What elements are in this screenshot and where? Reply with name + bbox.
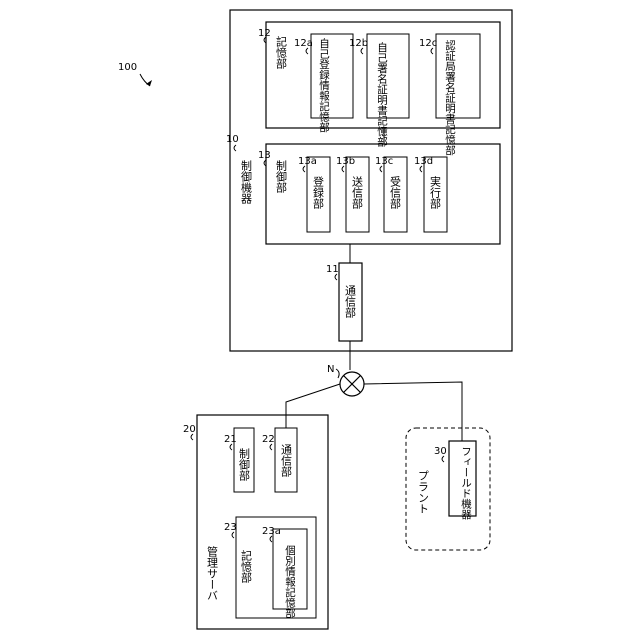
control-device-frame (230, 10, 512, 351)
control-device-comm-ref: 11 (326, 264, 339, 275)
network-server-link (286, 384, 340, 428)
self-signed-certificate-storage-ref: 12b (349, 38, 368, 49)
individual-info-storage-ref: 23a (262, 526, 281, 537)
ca-signed-certificate-storage-label: 認証局署名証明書記憶部 (444, 39, 456, 156)
network-field-device-link (364, 382, 462, 441)
control-device-block: 10 制御機器 12 記憶部 12a 自己登録情報記憶部 12b 自己署名証明書… (226, 10, 512, 351)
execution-unit-ref: 13d (414, 156, 433, 167)
self-signed-certificate-storage-label: 自己署名証明書記憶部 (376, 41, 388, 148)
field-device-ref: 30 (434, 446, 447, 457)
plant-block: プラント 30 フィールド機器 (406, 428, 490, 550)
management-server-ref: 20 (183, 424, 196, 435)
reception-unit-ref: 13c (375, 156, 393, 167)
control-device-ref: 10 (226, 134, 239, 145)
self-registration-info-storage-ref: 12a (294, 38, 313, 49)
execution-unit-label: 実行部 (429, 175, 442, 209)
network-node: N (327, 364, 364, 396)
server-controller-ref: 21 (224, 434, 237, 445)
ca-signed-certificate-storage-block (436, 34, 480, 118)
registration-unit-ref: 13a (298, 156, 317, 167)
network-ref-leader (336, 369, 339, 378)
storage-ref: 12 (258, 28, 271, 39)
transmission-unit-ref: 13b (336, 156, 355, 167)
server-storage-ref: 23 (224, 522, 237, 533)
controller-label: 制御部 (275, 160, 288, 193)
server-controller-label: 制御部 (238, 448, 251, 481)
system-ref: 100 (118, 62, 152, 86)
storage-label: 記憶部 (275, 35, 288, 69)
server-comm-label: 通信部 (280, 444, 293, 477)
ref-leader-10 (234, 145, 236, 151)
registration-unit-label: 登録部 (312, 175, 325, 209)
control-device-label: 制御機器 (240, 160, 253, 205)
field-device-label: フィールド機器 (460, 446, 472, 520)
plant-label: プラント (417, 470, 430, 514)
management-server-label: 管理サーバ (206, 545, 219, 601)
control-device-comm-label: 通信部 (344, 285, 357, 318)
network-ref: N (327, 364, 334, 375)
self-registration-info-storage-label: 自己登録情報記憶部 (318, 37, 330, 133)
reception-unit-label: 受信部 (389, 176, 402, 209)
management-server-block: 20 管理サーバ 21 制御部 22 通信部 23 記憶部 23a 個別情報記憶… (183, 415, 328, 629)
server-storage-label: 記憶部 (240, 549, 253, 583)
server-comm-ref: 22 (262, 434, 275, 445)
controller-ref: 13 (258, 150, 271, 161)
individual-info-storage-label: 個別情報記憶部 (284, 544, 296, 619)
ca-signed-certificate-storage-ref: 12c (419, 38, 437, 49)
self-signed-certificate-storage-block (367, 34, 409, 118)
connection-lines (286, 128, 462, 441)
transmission-unit-label: 送信部 (351, 175, 364, 209)
system-ref-label: 100 (118, 62, 137, 73)
